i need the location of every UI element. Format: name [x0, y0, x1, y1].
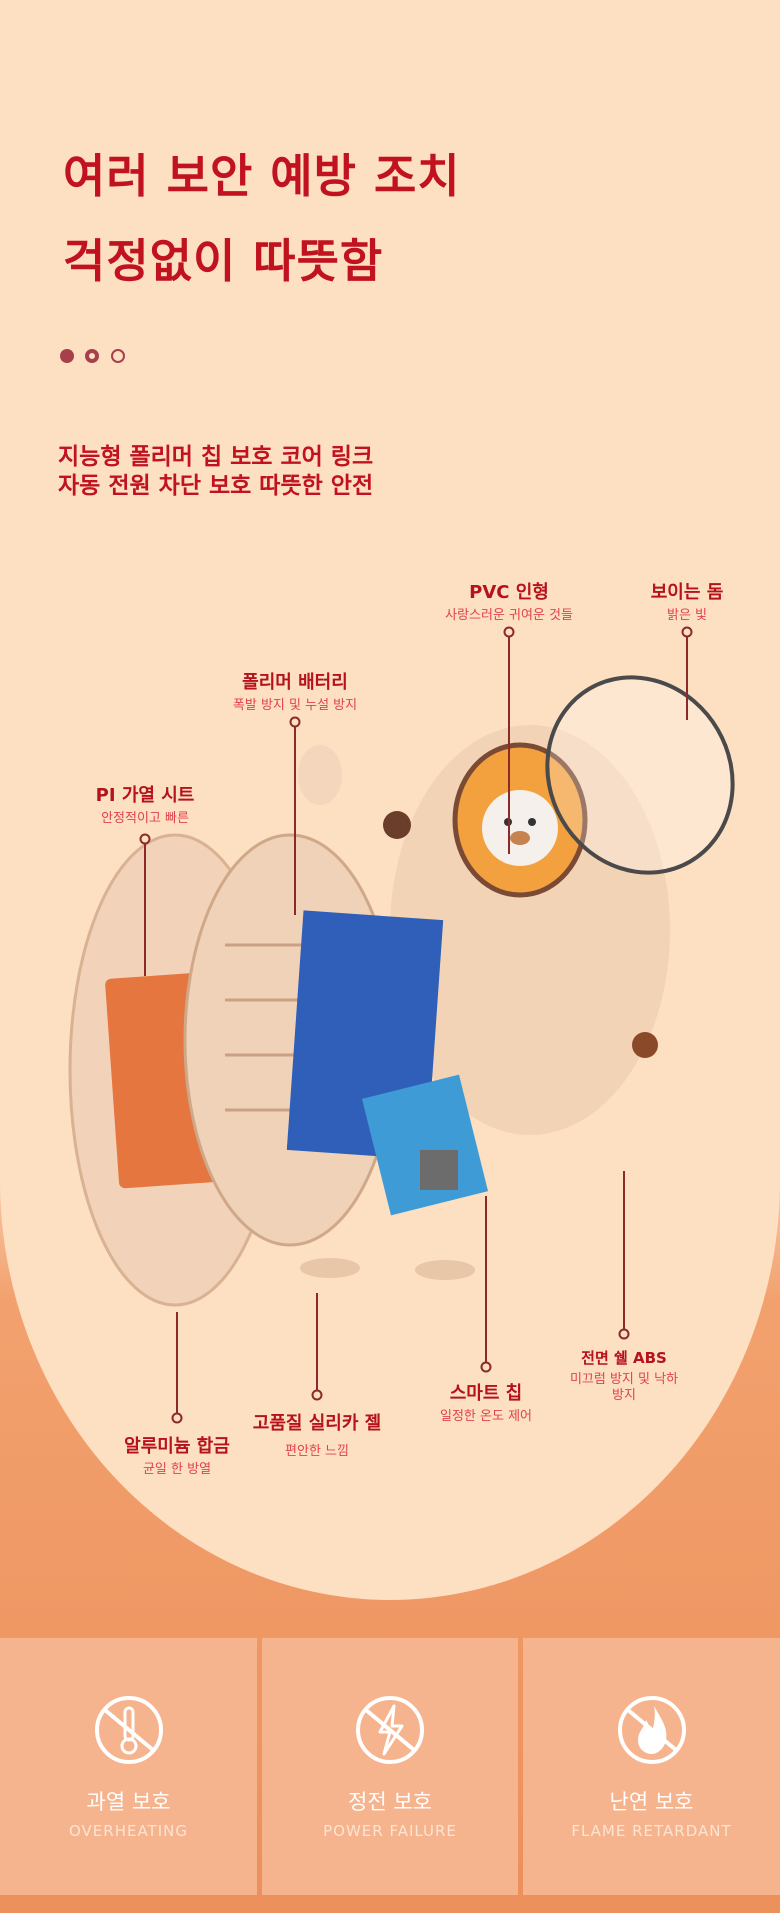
feature-label: 정전 보호: [348, 1790, 432, 1814]
page-dot-3: [111, 349, 125, 363]
callout-line: [294, 722, 296, 915]
feature-label-en: FLAME RETARDANT: [571, 1822, 732, 1840]
background-arch: [0, 0, 780, 1600]
callout-marker: [289, 716, 301, 728]
title-line-2: 걱정없이 따뜻함: [63, 234, 384, 288]
callout-marker: [480, 1361, 492, 1373]
callout-marker: [681, 626, 693, 638]
callout-marker: [618, 1328, 630, 1340]
feature-flame-retardant: 난연 보호 FLAME RETARDANT: [523, 1638, 780, 1895]
callout-title: 스마트 칩: [449, 1383, 523, 1404]
ear-piece: [298, 745, 342, 805]
callout-title: 고품질 실리카 젤: [252, 1413, 382, 1434]
callout-line: [316, 1293, 318, 1395]
subtitle-line-2: 자동 전원 차단 보호 따뜻한 안전: [58, 473, 374, 499]
feature-label-en: OVERHEATING: [69, 1822, 188, 1840]
callout-line: [686, 632, 688, 720]
page-dot-1: [60, 349, 74, 363]
callout-desc: 미끄럼 방지 및 낙하 방지: [569, 1372, 679, 1403]
callout-line: [176, 1312, 178, 1418]
callout-desc: 일정한 온도 제어: [440, 1409, 532, 1424]
callout-title: PVC 인형: [469, 582, 549, 603]
subtitle-line-1: 지능형 폴리머 칩 보호 코어 링크: [58, 444, 374, 470]
no-thermometer-icon: [94, 1696, 163, 1764]
title-line-1: 여러 보안 예방 조치: [63, 149, 461, 203]
callout-desc: 균일 한 방열: [142, 1462, 212, 1477]
no-lightning-icon: [356, 1696, 424, 1764]
callout-desc: 편안한 느낌: [285, 1444, 349, 1459]
feature-power-failure: 정전 보호 POWER FAILURE: [262, 1638, 518, 1895]
callout-title: 보이는 돔: [650, 582, 724, 603]
callout-marker: [171, 1412, 183, 1424]
callout-desc: 사랑스러운 귀여운 것들: [445, 608, 573, 623]
callout-line: [508, 632, 510, 854]
callout-front-shell-abs: 전면 쉘 ABS 미끄럼 방지 및 낙하 방지: [569, 1347, 679, 1404]
callout-desc: 안정적이고 빠른: [101, 811, 189, 826]
callout-marker: [311, 1389, 323, 1401]
hand-warmer-exploded-illustration: [68, 675, 735, 1307]
page-dot-2: [85, 349, 99, 363]
callout-line: [485, 1196, 487, 1367]
callout-line: [623, 1171, 625, 1334]
feature-label-en: POWER FAILURE: [323, 1822, 457, 1840]
callout-title: 알루미늄 합금: [124, 1436, 230, 1457]
callout-title: 폴리머 배터리: [242, 672, 348, 693]
feature-label: 과열 보호: [86, 1790, 171, 1814]
feature-label: 난연 보호: [609, 1790, 694, 1814]
callout-desc: 폭발 방지 및 누설 방지: [232, 698, 358, 713]
callout-line: [144, 839, 146, 976]
callout-marker: [139, 833, 151, 845]
visible-dome: [545, 675, 735, 875]
callout-marker: [503, 626, 515, 638]
callout-desc: 밝은 빛: [666, 608, 708, 623]
callout-title: 전면 쉘 ABS: [581, 1349, 667, 1367]
callout-title: PI 가열 시트: [95, 785, 195, 806]
no-flame-icon: [617, 1696, 686, 1764]
feature-overheating: 과열 보호 OVERHEATING: [0, 1638, 257, 1895]
